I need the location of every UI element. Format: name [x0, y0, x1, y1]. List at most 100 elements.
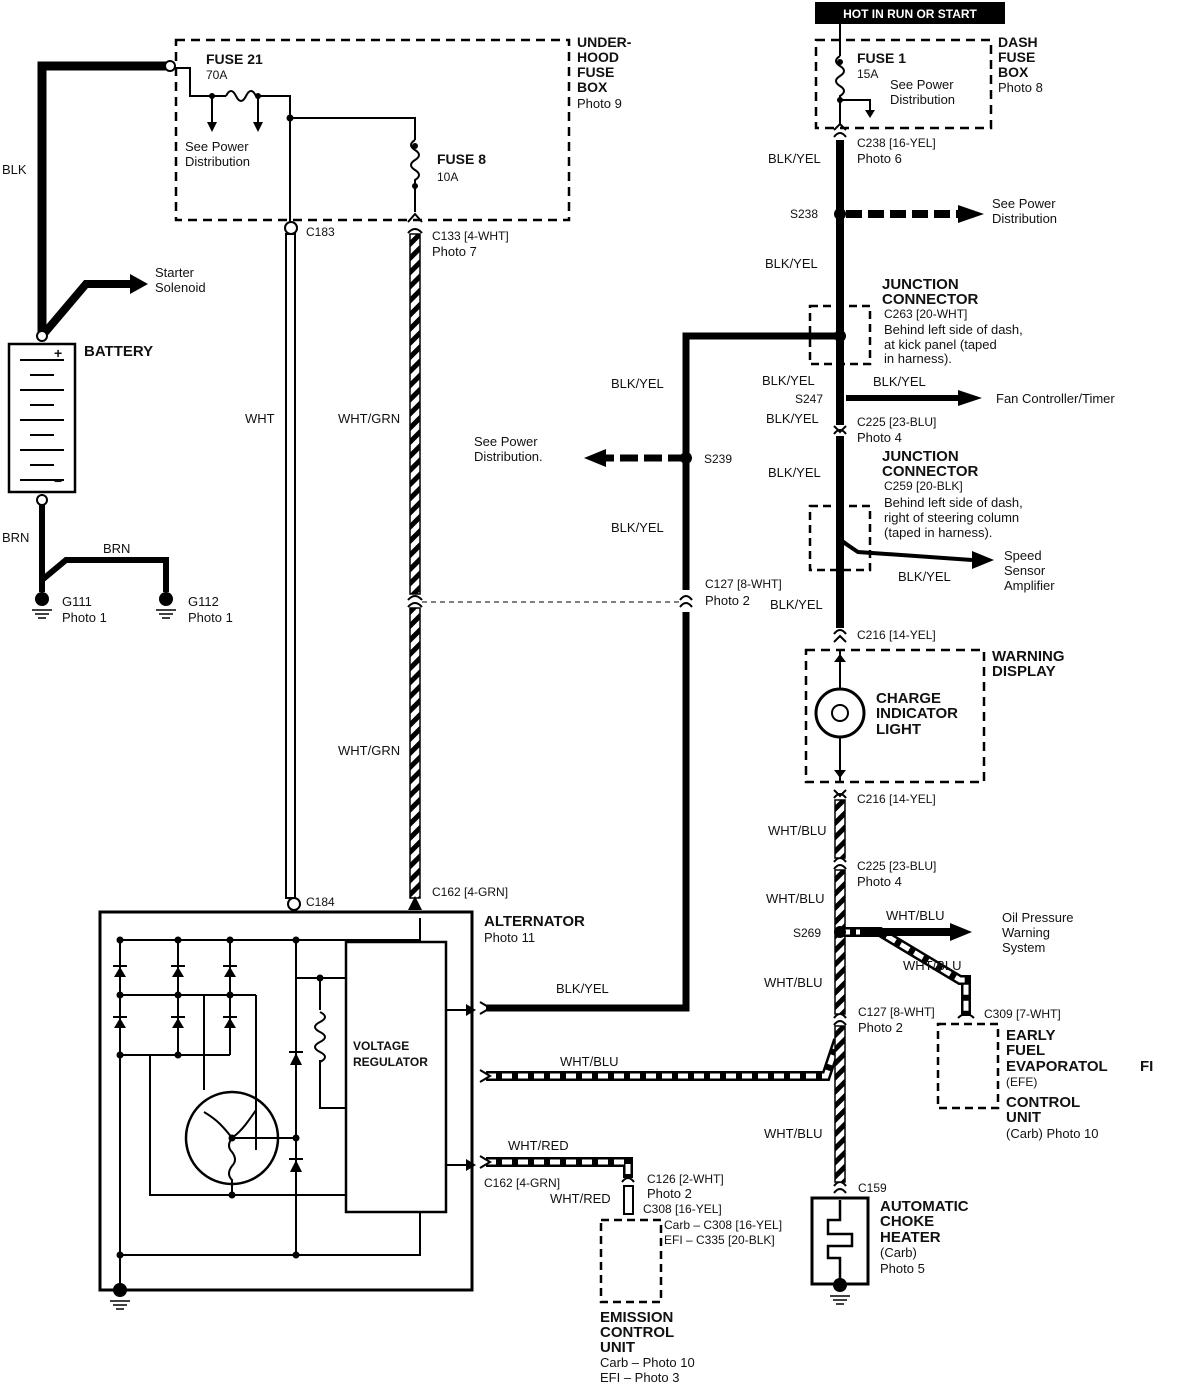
svg-text:LIGHT: LIGHT: [876, 721, 921, 738]
svg-text:Distribution: Distribution: [890, 92, 955, 107]
svg-text:Photo 11: Photo 11: [484, 930, 535, 945]
field-coil: [314, 1011, 326, 1063]
svg-text:Photo 9: Photo 9: [577, 96, 622, 111]
svg-text:CONNECTOR: CONNECTOR: [882, 463, 979, 480]
svg-text:BRN: BRN: [103, 541, 130, 556]
svg-text:WHT: WHT: [245, 411, 275, 426]
svg-text:BATTERY: BATTERY: [84, 343, 153, 360]
dash-fuse-box: DASH FUSE BOX Photo 8 FUSE 1 15A See Pow…: [814, 24, 1043, 130]
svg-text:Behind left side of dash,: Behind left side of dash,: [884, 322, 1023, 337]
svg-text:INDICATOR: INDICATOR: [876, 705, 958, 722]
svg-text:C225 [23-BLU]: C225 [23-BLU]: [857, 859, 936, 873]
underhood-wiring: [170, 67, 420, 225]
svg-text:FUSE: FUSE: [998, 49, 1035, 65]
hot-in-run-header: HOT IN RUN OR START: [815, 2, 1005, 24]
svg-text:C127 [8-WHT]: C127 [8-WHT]: [858, 1005, 935, 1019]
svg-text:EFI – Photo 3: EFI – Photo 3: [600, 1370, 680, 1385]
svg-text:WHT/RED: WHT/RED: [508, 1138, 569, 1153]
underhood-dots: [207, 93, 418, 189]
svg-text:UNDER-: UNDER-: [577, 34, 632, 50]
svg-text:WHT/BLU: WHT/BLU: [886, 908, 945, 923]
svg-text:CONNECTOR: CONNECTOR: [882, 291, 979, 308]
svg-text:JUNCTION: JUNCTION: [882, 276, 959, 293]
svg-text:FUSE 8: FUSE 8: [437, 151, 486, 167]
wht-blu-alt-wire: WHT/BLU: [479, 1038, 843, 1083]
svg-text:C308 [16-YEL]: C308 [16-YEL]: [643, 1202, 722, 1216]
svg-text:Photo 7: Photo 7: [432, 244, 477, 259]
svg-text:See Power: See Power: [474, 434, 538, 449]
svg-text:WHT/RED: WHT/RED: [550, 1191, 611, 1206]
svg-text:CONTROL: CONTROL: [600, 1324, 674, 1341]
svg-text:C238 [16-YEL]: C238 [16-YEL]: [857, 136, 936, 150]
svg-text:S238: S238: [790, 207, 818, 221]
svg-text:BOX: BOX: [998, 64, 1029, 80]
svg-text:WHT/BLU: WHT/BLU: [764, 975, 823, 990]
svg-text:WHT/GRN: WHT/GRN: [338, 743, 400, 758]
svg-text:Behind left side of dash,: Behind left side of dash,: [884, 495, 1023, 510]
svg-text:Photo 2: Photo 2: [858, 1020, 903, 1035]
svg-text:(Carb): (Carb): [880, 1245, 917, 1260]
svg-text:C183: C183: [306, 225, 335, 239]
svg-text:in harness).: in harness).: [884, 351, 952, 366]
svg-text:Sensor: Sensor: [1004, 563, 1046, 578]
svg-text:Fan Controller/Timer: Fan Controller/Timer: [996, 391, 1115, 406]
svg-text:CHOKE: CHOKE: [880, 1213, 934, 1230]
svg-text:DISPLAY: DISPLAY: [992, 663, 1056, 680]
svg-text:C263 [20-WHT]: C263 [20-WHT]: [884, 307, 967, 321]
svg-text:BLK/YEL: BLK/YEL: [770, 597, 823, 612]
svg-text:C259 [20-BLK]: C259 [20-BLK]: [884, 479, 963, 493]
charge-indicator-bulb: [814, 650, 866, 782]
svg-text:S247: S247: [795, 392, 823, 406]
svg-text:FUEL: FUEL: [1006, 1042, 1045, 1059]
wht-red-wire: WHT/RED C126 [2-WHT] Photo 2 C162 [4-GRN…: [479, 1138, 782, 1247]
svg-text:EARLY: EARLY: [1006, 1027, 1055, 1044]
svg-text:Photo 4: Photo 4: [857, 430, 902, 445]
svg-text:See Power: See Power: [890, 77, 954, 92]
svg-text:Speed: Speed: [1004, 548, 1042, 563]
svg-text:Solenoid: Solenoid: [155, 280, 206, 295]
svg-text:See Power: See Power: [992, 196, 1056, 211]
underhood-fuse-box: UNDER- HOOD FUSE BOX Photo 9 FUSE 21 70A…: [174, 34, 632, 222]
svg-text:Photo 5: Photo 5: [880, 1261, 925, 1276]
svg-text:DASH: DASH: [998, 34, 1038, 50]
svg-text:BLK: BLK: [2, 162, 27, 177]
svg-text:BLK/YEL: BLK/YEL: [873, 374, 926, 389]
svg-text:at kick panel (taped: at kick panel (taped: [884, 337, 997, 352]
svg-text:System: System: [1002, 940, 1045, 955]
svg-text:Photo 2: Photo 2: [705, 593, 750, 608]
svg-text:(Carb) Photo 10: (Carb) Photo 10: [1006, 1126, 1099, 1141]
emission-control-unit: EMISSION CONTROL UNIT Carb – Photo 10 EF…: [599, 1218, 695, 1385]
svg-text:C309 [7-WHT]: C309 [7-WHT]: [984, 1007, 1061, 1021]
blk-yel-middle-wire: BLK/YEL BLK/YEL S239 See Power Distribut…: [474, 332, 837, 1015]
svg-text:BLK/YEL: BLK/YEL: [768, 151, 821, 166]
junction-internals: [839, 537, 857, 551]
svg-text:HOT IN RUN OR START: HOT IN RUN OR START: [843, 7, 977, 21]
svg-text:CONTROL: CONTROL: [1006, 1094, 1080, 1111]
svg-text:VOLTAGE: VOLTAGE: [353, 1039, 409, 1053]
svg-text:ALTERNATOR: ALTERNATOR: [484, 913, 585, 930]
svg-text:See Power: See Power: [185, 139, 249, 154]
svg-text:WARNING: WARNING: [992, 648, 1065, 665]
svg-text:EMISSION: EMISSION: [600, 1309, 673, 1326]
svg-text:AUTOMATIC: AUTOMATIC: [880, 1198, 969, 1215]
svg-text:C216 [14-YEL]: C216 [14-YEL]: [857, 628, 936, 642]
svg-text:Photo 6: Photo 6: [857, 151, 902, 166]
svg-text:Carb – C308 [16-YEL]: Carb – C308 [16-YEL]: [664, 1218, 782, 1232]
svg-text:BLK/YEL: BLK/YEL: [768, 465, 821, 480]
svg-text:C216 [14-YEL]: C216 [14-YEL]: [857, 792, 936, 806]
svg-text:UNIT: UNIT: [1006, 1109, 1041, 1126]
svg-text:Distribution.: Distribution.: [474, 449, 543, 464]
svg-text:C162 [4-GRN]: C162 [4-GRN]: [484, 1176, 560, 1190]
svg-text:FI: FI: [1140, 1058, 1153, 1075]
svg-text:−: −: [54, 473, 62, 489]
svg-text:C225 [23-BLU]: C225 [23-BLU]: [857, 415, 936, 429]
svg-text:C127 [8-WHT]: C127 [8-WHT]: [705, 577, 782, 591]
svg-text:WHT/BLU: WHT/BLU: [560, 1054, 619, 1069]
svg-text:JUNCTION: JUNCTION: [882, 448, 959, 465]
alternator: ALTERNATOR Photo 11 VOLTAGE REGULATOR: [98, 910, 585, 1310]
svg-text:BLK/YEL: BLK/YEL: [765, 256, 818, 271]
svg-text:G111: G111: [62, 594, 92, 609]
svg-text:HOOD: HOOD: [577, 49, 619, 65]
svg-text:Warning: Warning: [1002, 925, 1050, 940]
svg-text:C133 [4-WHT]: C133 [4-WHT]: [432, 229, 509, 243]
